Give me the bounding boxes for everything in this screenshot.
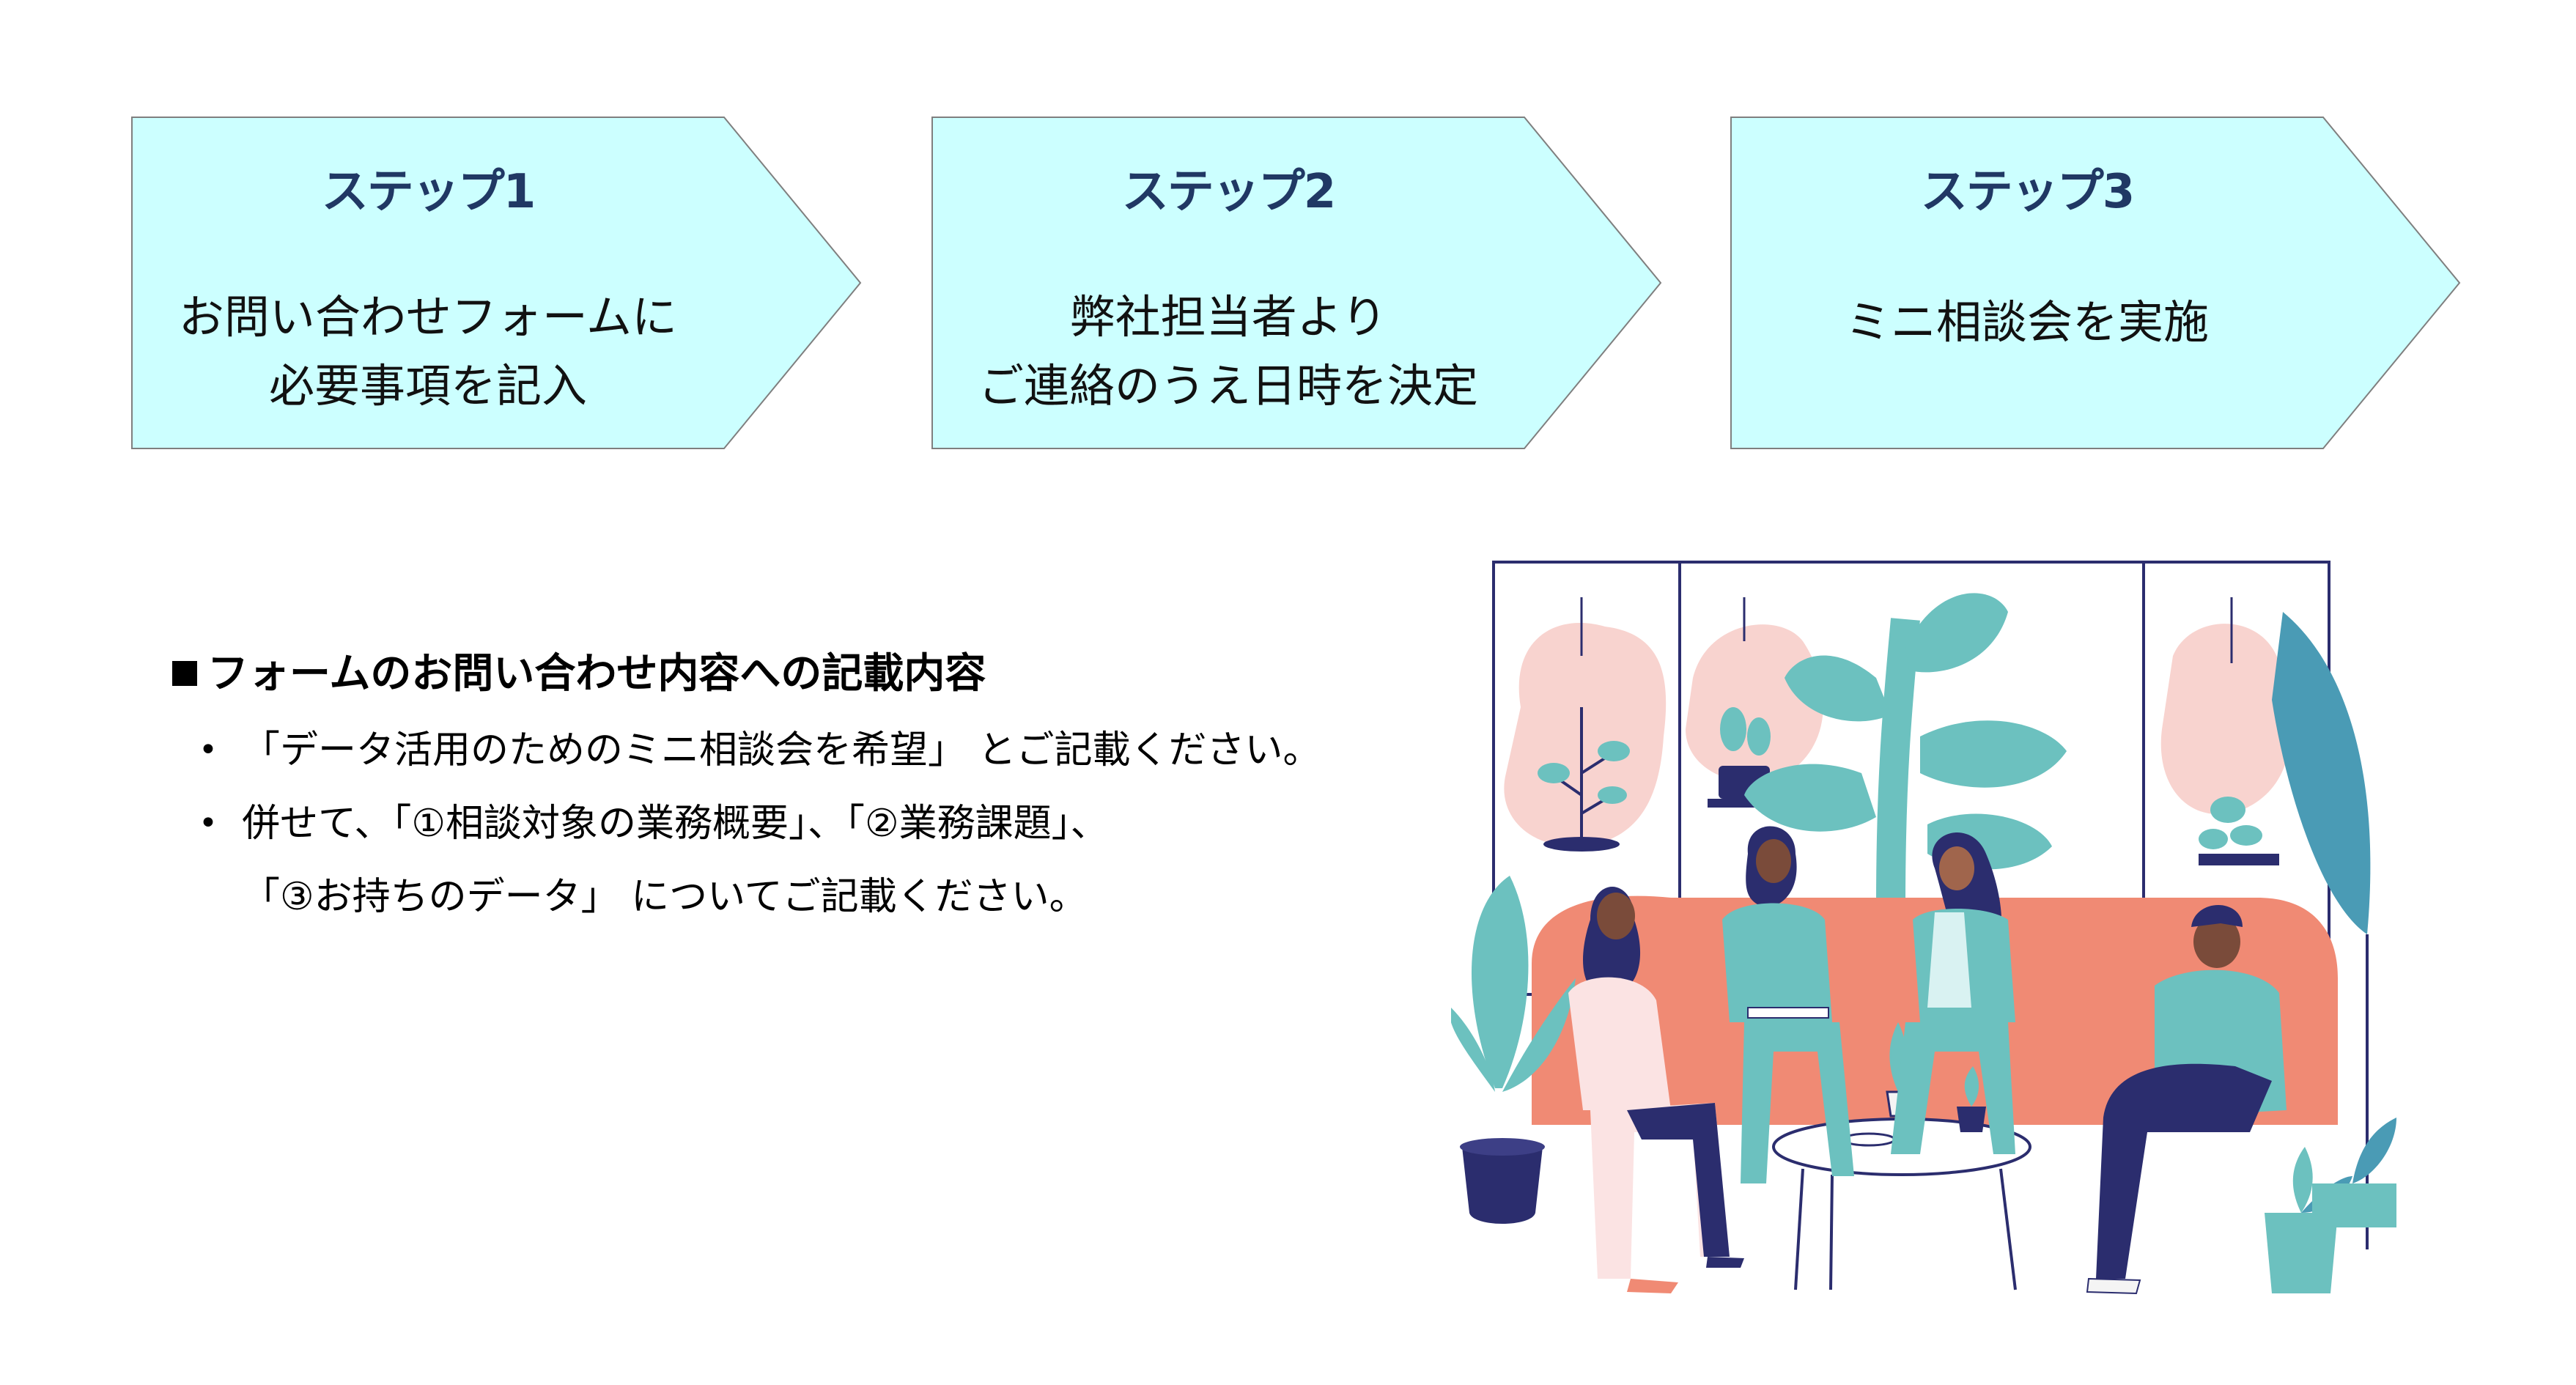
bullet-icon: • <box>199 731 218 769</box>
notes-heading: フォームのお問い合わせ内容への記載内容 <box>172 645 1345 703</box>
step-1: ステップ1 お問い合わせフォームに 必要事項を記入 <box>130 116 863 450</box>
chevron-arrow-icon <box>931 117 1662 449</box>
list-item: • 併せて、「①相談対象の業務概要」、「②業務課題」、 「③お持ちのデータ」 に… <box>172 787 1345 934</box>
team-meeting-illustration <box>1450 553 2404 1308</box>
chevron-arrow-icon <box>131 117 862 449</box>
step-2: ステップ2 弊社担当者より ご連絡のうえ日時を決定 <box>931 116 1664 450</box>
step-3: ステップ3 ミニ相談会を実施 <box>1730 116 2462 450</box>
form-notes: フォームのお問い合わせ内容への記載内容 • 「データ活用のためのミニ相談会を希望… <box>172 645 1345 934</box>
step-description: 弊社担当者より ご連絡のうえ日時を決定 <box>978 290 1478 413</box>
notes-list: • 「データ活用のためのミニ相談会を希望」 とご記載ください。 • 併せて、「①… <box>172 714 1345 934</box>
step-description: お問い合わせフォームに 必要事項を記入 <box>178 290 678 413</box>
square-bullet-icon <box>172 661 197 686</box>
step-title: ステップ2 <box>1121 165 1337 219</box>
list-item: • 「データ活用のためのミニ相談会を希望」 とご記載ください。 <box>172 714 1345 787</box>
chevron-arrow-icon <box>1730 117 2461 449</box>
step-title: ステップ1 <box>321 165 536 219</box>
bullet-icon: • <box>199 805 218 842</box>
step-description: ミニ相談会を実施 <box>1845 295 2209 349</box>
step-title: ステップ3 <box>1920 165 2136 219</box>
